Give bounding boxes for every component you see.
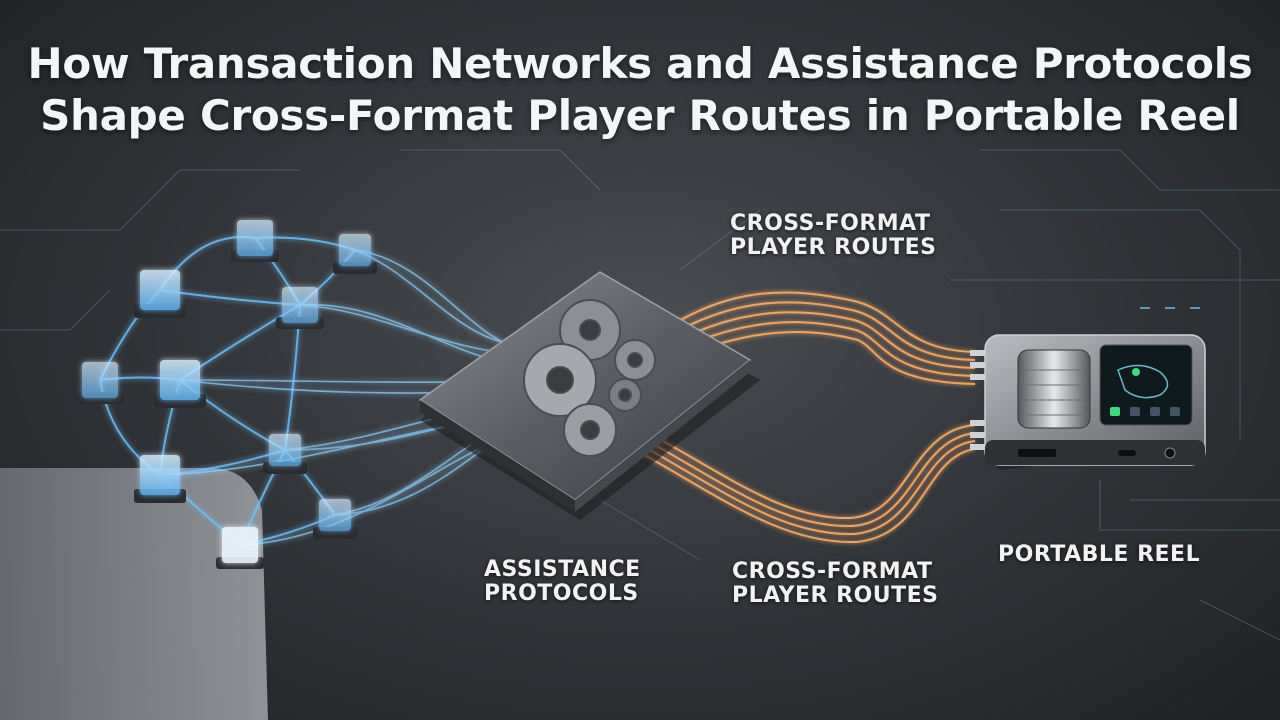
label-routes-top: CROSS-FORMAT PLAYER ROUTES xyxy=(730,212,937,260)
hub-plate-edge xyxy=(420,400,575,512)
label-line: PLAYER ROUTES xyxy=(730,235,937,260)
gear-icon xyxy=(614,339,656,381)
usb-port xyxy=(1118,450,1136,456)
label-assistance-protocols: ASSISTANCE PROTOCOLS xyxy=(484,558,641,606)
tray-surface xyxy=(0,468,268,720)
cube-node xyxy=(216,527,264,569)
network-nodes xyxy=(76,220,377,569)
title-line-2: Shape Cross-Format Player Routes in Port… xyxy=(40,91,1240,140)
label-line: PROTOCOLS xyxy=(484,581,639,606)
cube-node xyxy=(263,434,307,474)
label-line: CROSS-FORMAT xyxy=(730,211,931,236)
label-routes-bottom: CROSS-FORMAT PLAYER ROUTES xyxy=(732,560,939,608)
cube-node xyxy=(313,499,357,539)
gear-icon xyxy=(608,378,642,412)
cube-node xyxy=(134,270,186,318)
label-line: ASSISTANCE xyxy=(484,557,641,582)
cube-node xyxy=(333,234,377,274)
portable-reel-device xyxy=(970,334,1206,470)
circuit-traces xyxy=(0,149,1280,641)
label-portable-reel: PORTABLE REEL xyxy=(998,542,1201,567)
cube-node xyxy=(76,362,124,404)
reel-drum xyxy=(1017,349,1091,429)
gear-icon xyxy=(523,343,597,417)
label-line: PLAYER ROUTES xyxy=(732,583,939,608)
cube-node xyxy=(231,220,279,262)
cross-format-routes-top xyxy=(649,291,976,385)
page-title: How Transaction Networks and Assistance … xyxy=(0,38,1280,142)
cube-node xyxy=(134,455,186,503)
device-screen xyxy=(1099,344,1193,426)
title-line-1: How Transaction Networks and Assistance … xyxy=(27,39,1253,88)
sd-slot xyxy=(1018,449,1056,457)
label-line: CROSS-FORMAT xyxy=(732,559,933,584)
cube-node xyxy=(154,360,206,408)
gear-icon xyxy=(563,403,617,457)
status-dot-icon xyxy=(1132,368,1140,376)
assistance-protocol-hub xyxy=(418,271,760,520)
cube-node xyxy=(276,287,324,329)
audio-jack xyxy=(1164,447,1176,459)
cross-format-routes-bottom xyxy=(624,419,976,544)
